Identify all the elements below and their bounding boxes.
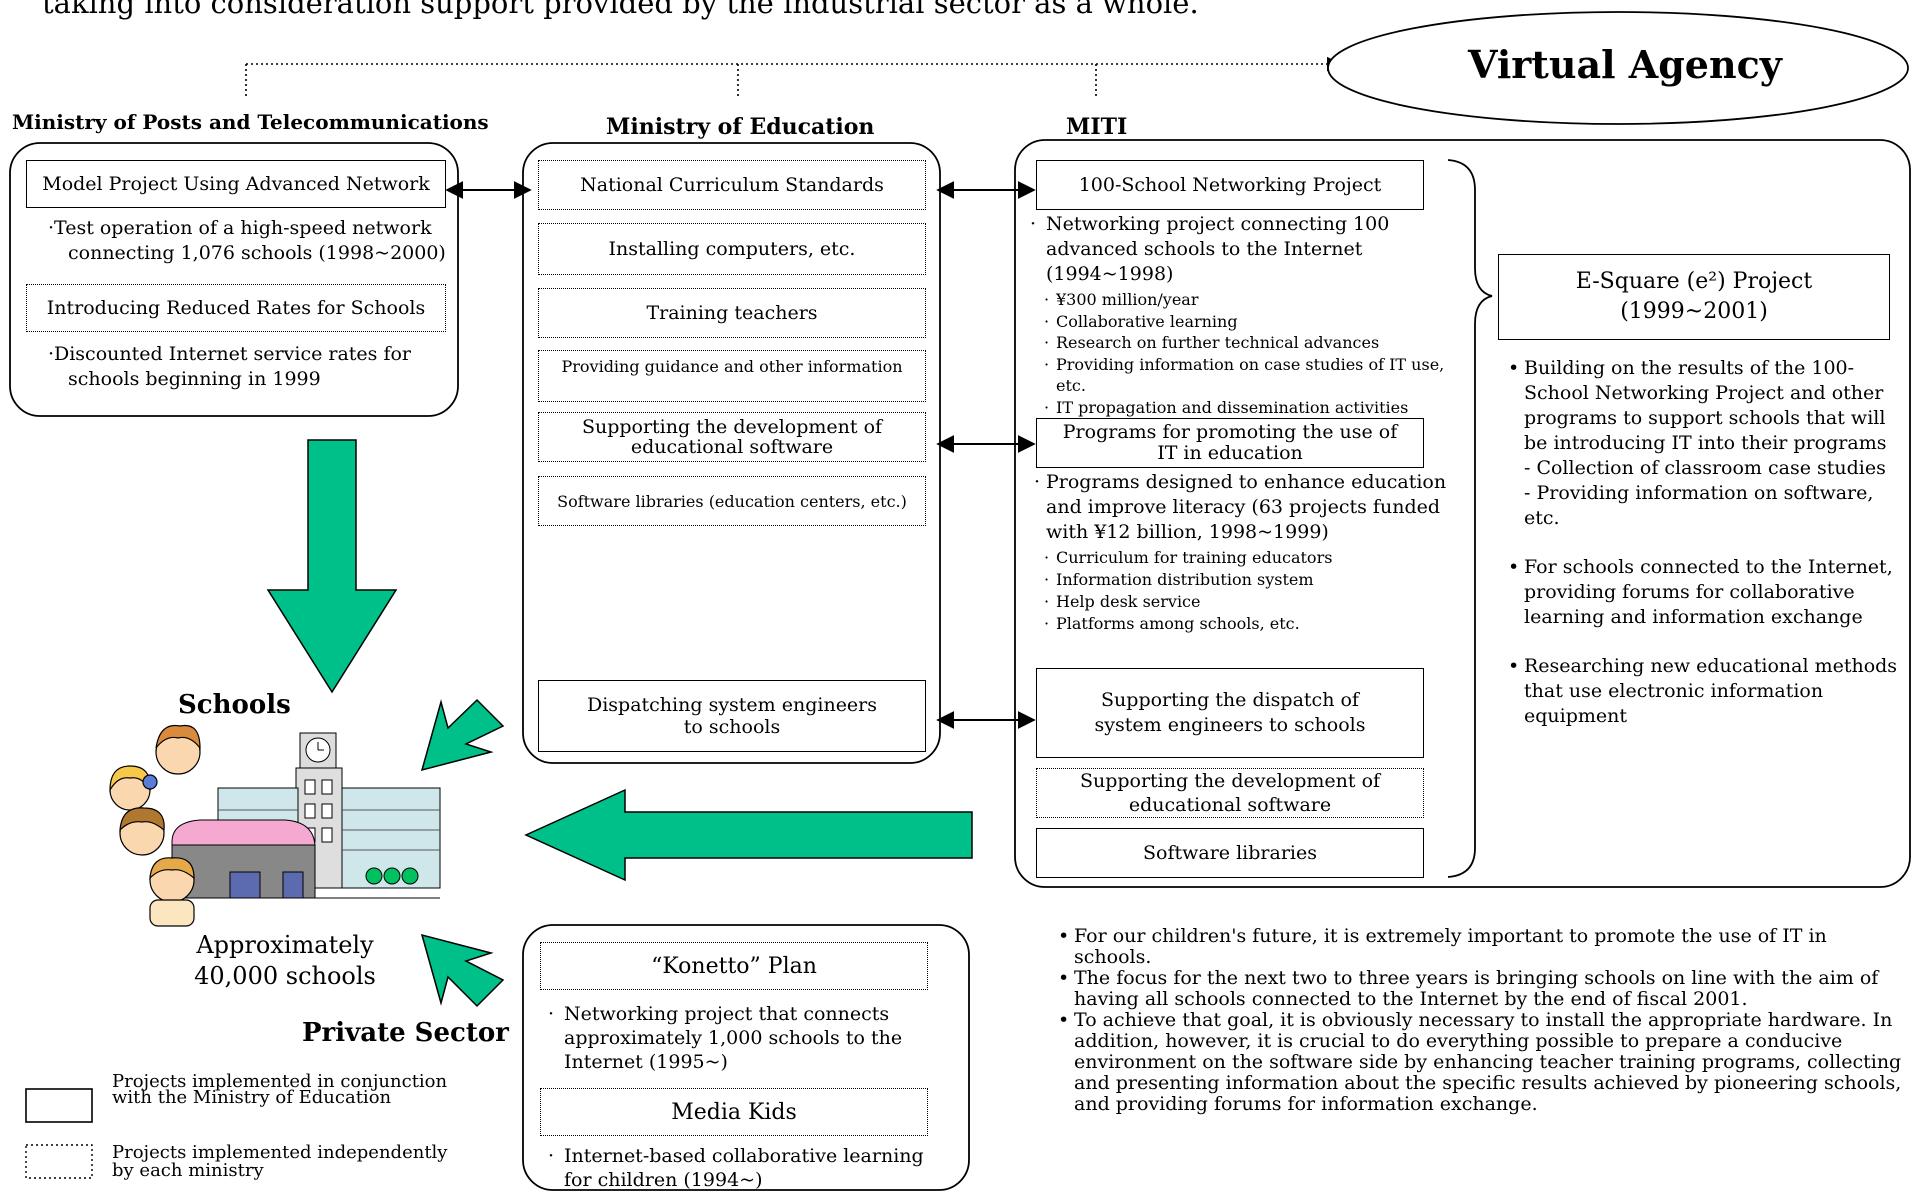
miti-p1-point-1: ¥300 million/year	[1044, 289, 1468, 311]
summary-point-3: To achieve that goal, it is obviously ne…	[1058, 1010, 1904, 1115]
miti-project-100-school-box: 100-School Networking Project	[1036, 160, 1424, 210]
private-sector-label: Private Sector	[302, 1018, 509, 1048]
moe-item-software-dev: Supporting the development of educationa…	[538, 412, 926, 462]
miti-title: MITI	[1066, 114, 1128, 140]
miti-project-100-school-details: · Networking project connecting 100 adva…	[1030, 212, 1468, 418]
esquare-point-3: Researching new educational methods that…	[1508, 654, 1900, 729]
mpt-model-project-label: Model Project Using Advanced Network	[42, 173, 430, 195]
double-arrows	[445, 181, 1036, 729]
school-building-illustration	[171, 732, 441, 899]
miti-p1-point-2: Collaborative learning	[1044, 311, 1468, 333]
media-kids-box: Media Kids	[540, 1088, 928, 1136]
esquare-title: E-Square (e²) Project	[1575, 269, 1813, 294]
moe-item-computers: Installing computers, etc.	[538, 223, 926, 275]
miti-software-dev-box: Supporting the development of educationa…	[1036, 768, 1424, 818]
miti-programs-box: Programs for promoting the use of IT in …	[1036, 418, 1424, 468]
miti-p2-point-3: Help desk service	[1044, 591, 1468, 613]
moe-dispatch-box: Dispatching system engineers to schools	[538, 680, 926, 752]
left-arrow	[524, 788, 973, 882]
moe-item-software-libraries: Software libraries (education centers, e…	[538, 476, 926, 526]
miti-p1-point-4: Providing information on case studies of…	[1044, 354, 1468, 397]
konetto-plan-box: “Konetto” Plan	[540, 942, 928, 990]
summary-notes: For our children's future, it is extreme…	[1058, 926, 1904, 1115]
miti-container	[1014, 139, 1911, 888]
diag-arrow-lower	[420, 933, 505, 1008]
esquare-box: E-Square (e²) Project (1999~2001)	[1498, 254, 1890, 340]
esquare-years: (1999~2001)	[1620, 299, 1768, 324]
green-arrows	[266, 439, 973, 1008]
esquare-point-2: For schools connected to the Internet, p…	[1508, 555, 1900, 630]
mpt-note1-line1: ·Test operation of a high-speed network	[48, 217, 432, 239]
virtual-agency-label: Virtual Agency	[1468, 42, 1782, 87]
mpt-note2: ·Discounted Internet service rates for s…	[48, 343, 412, 390]
moe-item-guidance: Providing guidance and other information	[538, 350, 926, 402]
summary-point-2: The focus for the next two to three year…	[1058, 968, 1904, 1010]
miti-p1-point-3: Research on further technical advances	[1044, 332, 1468, 354]
children-illustration	[109, 724, 201, 927]
mpt-container	[9, 142, 459, 417]
curly-brace	[1447, 159, 1493, 878]
private-container	[522, 924, 970, 1191]
summary-point-1: For our children's future, it is extreme…	[1058, 926, 1904, 968]
esquare-point-1: Building on the results of the 100-Schoo…	[1508, 356, 1900, 531]
down-arrow	[266, 439, 398, 694]
media-kids-desc: ·Internet-based collaborative learning f…	[548, 1145, 924, 1191]
miti-p2-point-2: Information distribution system	[1044, 569, 1468, 591]
diag-arrow-upper	[420, 698, 505, 772]
mpt-model-project-box: Model Project Using Advanced Network	[26, 160, 446, 208]
virtual-agency-connector	[245, 56, 1342, 96]
moe-title: Ministry of Education	[606, 114, 875, 140]
mpt-note1-line2: connecting 1,076 schools (1998~2000)	[68, 242, 446, 264]
esquare-points: Building on the results of the 100-Schoo…	[1508, 356, 1900, 729]
schools-count: Approximately 40,000 schools	[194, 931, 376, 990]
moe-item-training: Training teachers	[538, 288, 926, 338]
miti-p2-point-1: Curriculum for training educators	[1044, 547, 1468, 569]
miti-software-libraries-box: Software libraries	[1036, 828, 1424, 878]
mpt-note1: ·Test operation of a high-speed network …	[48, 216, 454, 266]
legend-dotted-label: Projects implemented independently by ea…	[112, 1142, 448, 1181]
miti-p1-point-5: IT propagation and dissemination activit…	[1044, 397, 1468, 419]
miti-dispatch-box: Supporting the dispatch of system engine…	[1036, 668, 1424, 758]
miti-programs-details: · Programs designed to enhance education…	[1034, 470, 1468, 635]
legend-dotted-box	[25, 1144, 93, 1179]
moe-container	[522, 142, 941, 764]
konetto-plan-desc: ·Networking project that connects approx…	[548, 1003, 903, 1073]
legend-solid-box	[25, 1088, 93, 1123]
virtual-agency-ellipse	[1327, 11, 1909, 125]
top-caption-text: taking into consideration support provid…	[42, 0, 1199, 20]
miti-p2-point-4: Platforms among schools, etc.	[1044, 613, 1468, 635]
mpt-title: Ministry of Posts and Telecommunications	[12, 110, 489, 134]
mpt-reduced-rates-box: Introducing Reduced Rates for Schools	[26, 284, 446, 332]
schools-label: Schools	[178, 690, 291, 720]
legend-solid-label: Projects implemented in conjunction with…	[112, 1071, 448, 1108]
moe-item-curriculum: National Curriculum Standards	[538, 160, 926, 210]
mpt-reduced-rates-label: Introducing Reduced Rates for Schools	[46, 297, 426, 319]
